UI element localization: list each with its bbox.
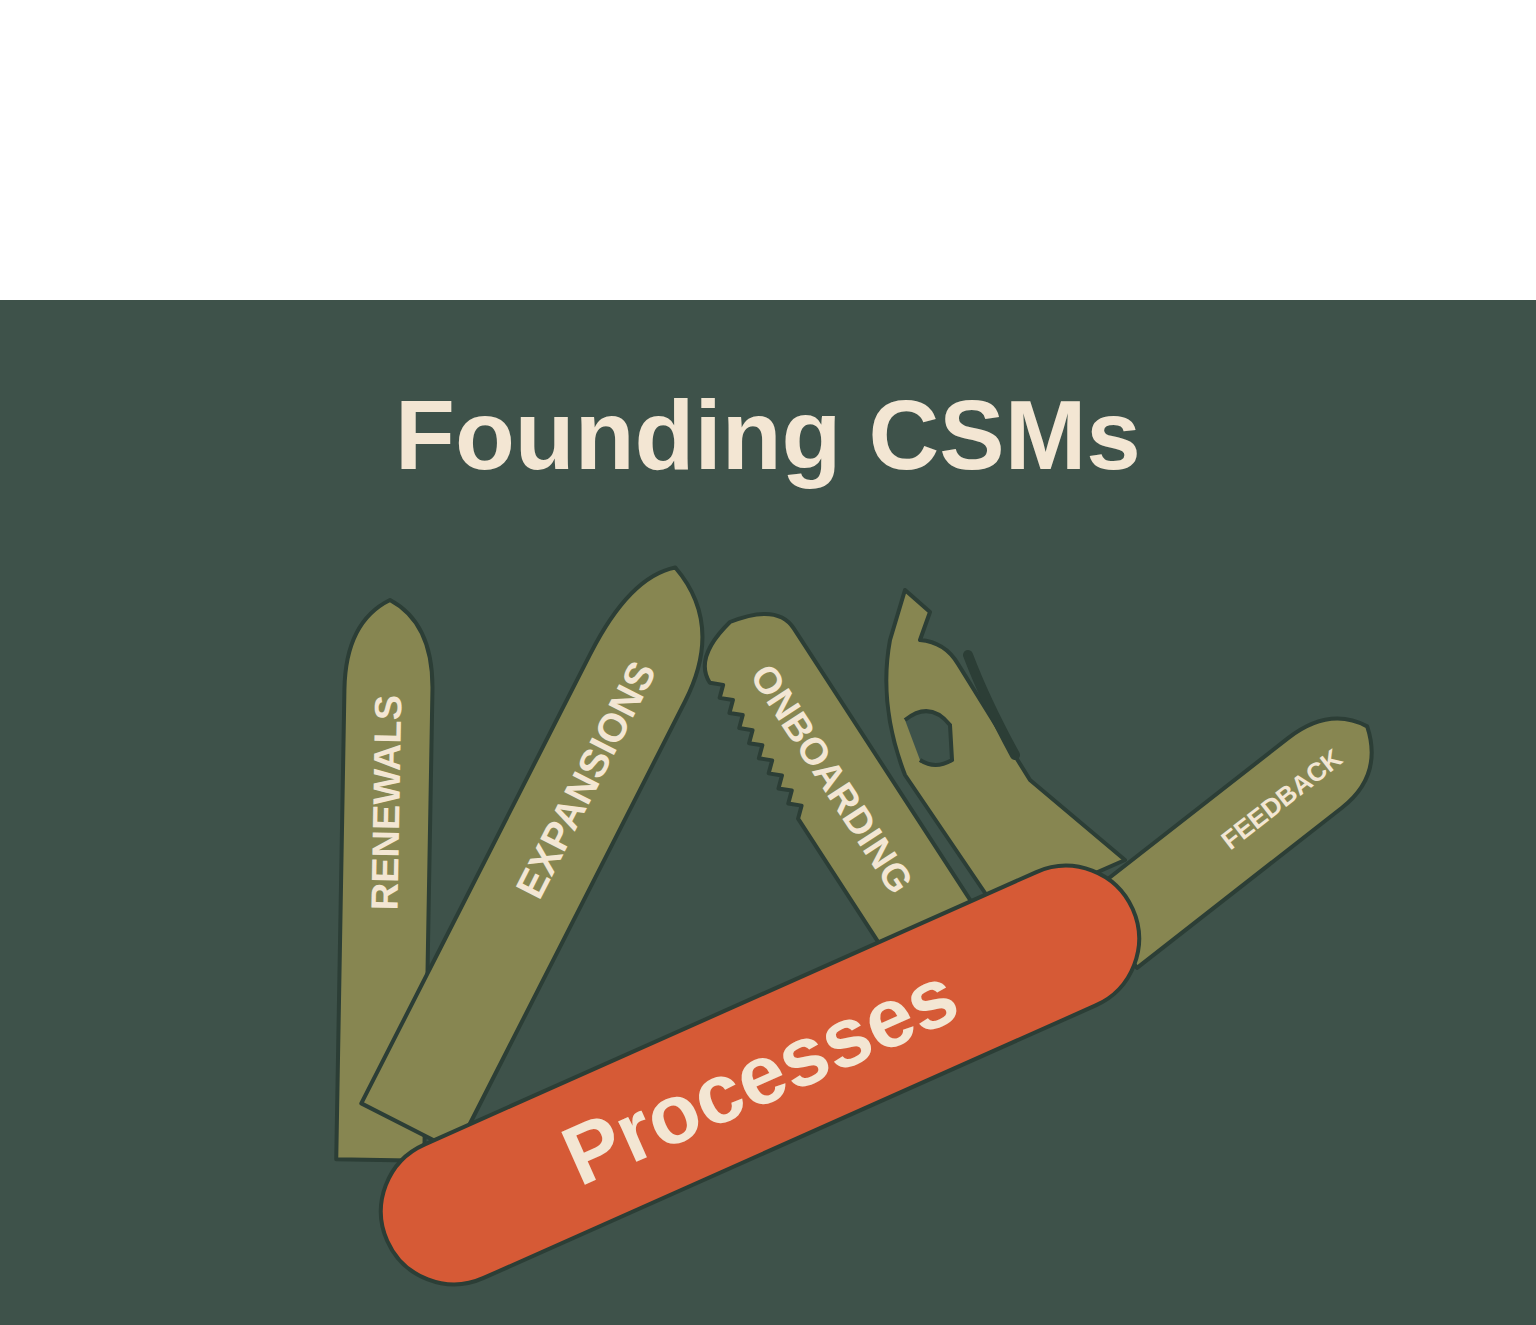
opener-slot (968, 655, 1015, 755)
blade-label: RENEWALS (366, 695, 408, 911)
title: Founding CSMs (0, 375, 1536, 495)
opener-notch (905, 711, 952, 765)
